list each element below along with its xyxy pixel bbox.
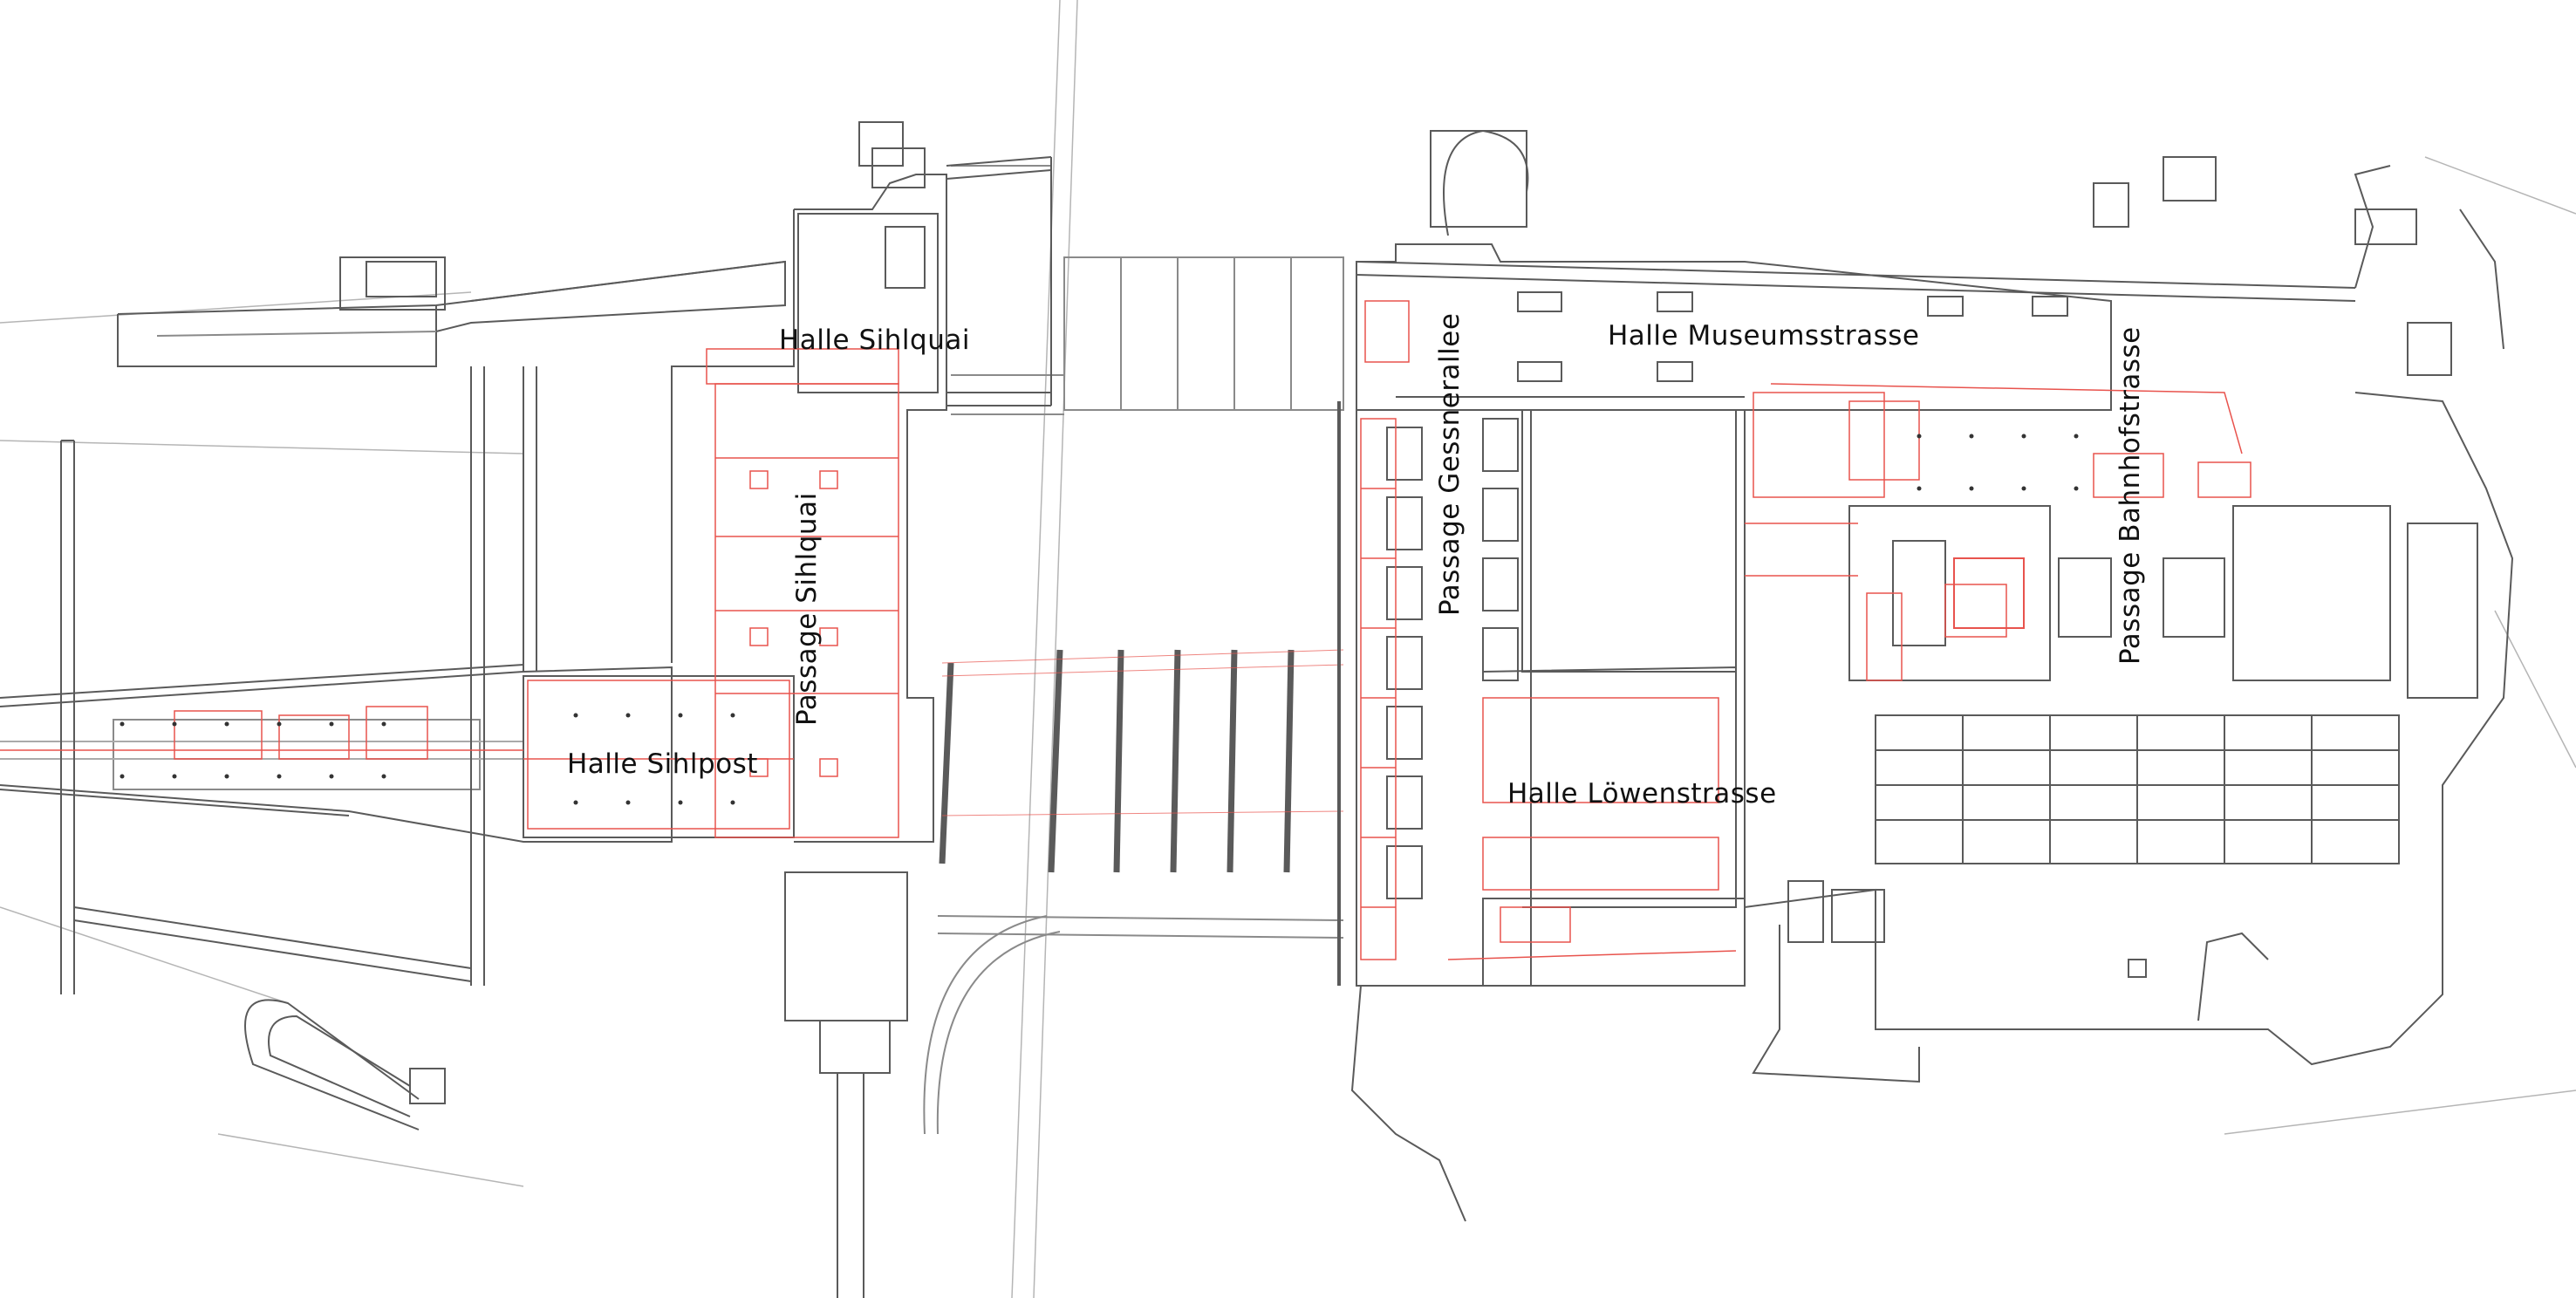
sihlquai-block bbox=[671, 121, 1052, 843]
track-area bbox=[923, 165, 1344, 1135]
label-passage-sihlquai: Passage Sihlquai bbox=[791, 492, 823, 726]
gessnerallee-red bbox=[1360, 300, 1737, 960]
west-wing-red bbox=[0, 680, 794, 830]
museumsstrasse-block bbox=[1356, 261, 2356, 398]
label-passage-bahnhofstrasse: Passage Bahnhofstrasse bbox=[2115, 326, 2146, 665]
label-halle-loewenstrasse: Halle Löwenstrasse bbox=[1507, 778, 1777, 810]
passage-sihlquai-red bbox=[706, 348, 899, 838]
northwest-corridor bbox=[117, 256, 786, 367]
label-halle-sihlquai: Halle Sihlquai bbox=[779, 324, 970, 356]
column-markers bbox=[120, 434, 2079, 805]
bahnhofstrasse-block bbox=[1744, 156, 2514, 1083]
sihlquai-south bbox=[244, 871, 908, 1298]
bahnhofstrasse-red bbox=[1745, 383, 2251, 681]
platform-beams bbox=[939, 649, 1295, 873]
label-halle-sihlpost: Halle Sihlpost bbox=[567, 748, 758, 780]
track-grid-red bbox=[941, 649, 1344, 816]
label-passage-gessnerallee: Passage Gessnerallee bbox=[1434, 313, 1466, 616]
west-wing bbox=[0, 366, 795, 994]
label-halle-museumsstrasse: Halle Museumsstrasse bbox=[1608, 320, 1920, 352]
gessnerallee-block bbox=[1337, 129, 2112, 1222]
